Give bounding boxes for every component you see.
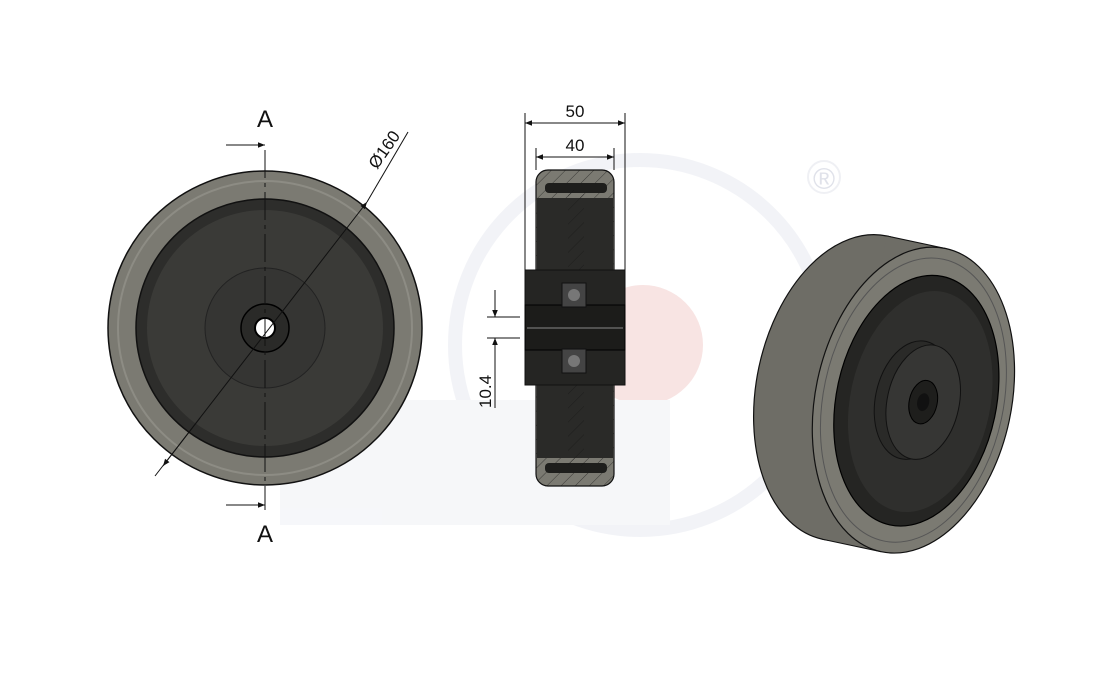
overall-width-dimension: 50 xyxy=(566,102,585,121)
isometric-view xyxy=(752,234,1016,554)
section-label-bottom: A xyxy=(257,521,273,548)
registered-mark-icon xyxy=(807,160,841,194)
section-label-top: A xyxy=(257,106,273,133)
registered-mark: ® xyxy=(813,163,835,196)
front-view: A A Ø160 xyxy=(107,106,423,548)
bore-dimension: 10.4 xyxy=(476,375,495,408)
bearing-bottom xyxy=(561,348,587,374)
tread-width-dimension: 40 xyxy=(566,136,585,155)
diameter-dimension: Ø160 xyxy=(365,127,404,172)
section-view: 50 40 10.4 xyxy=(476,102,626,487)
